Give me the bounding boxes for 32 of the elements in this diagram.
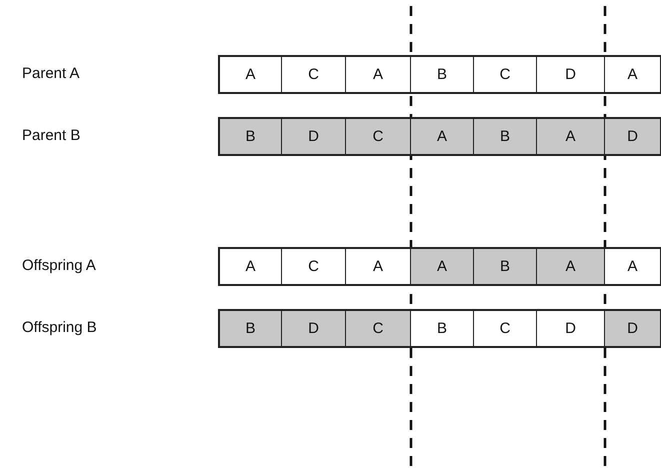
gene-cell: B: [410, 309, 475, 348]
gene-cell: A: [536, 117, 606, 156]
gene-cell: B: [473, 247, 538, 286]
gene-cell: A: [345, 247, 412, 286]
gene-cell: C: [473, 55, 538, 94]
row-label: Parent A: [22, 65, 80, 82]
gene-cell: D: [604, 117, 661, 156]
gene-cell: A: [218, 247, 283, 286]
gene-cell: C: [281, 247, 347, 286]
gene-cell: C: [345, 309, 412, 348]
gene-cell: D: [536, 309, 606, 348]
gene-cell: B: [218, 117, 283, 156]
gene-cell: A: [604, 55, 661, 94]
gene-cell: B: [410, 55, 475, 94]
gene-cell: C: [345, 117, 412, 156]
gene-cell: C: [473, 309, 538, 348]
gene-cell: D: [536, 55, 606, 94]
row-label: Offspring A: [22, 257, 96, 274]
gene-cell: A: [345, 55, 412, 94]
row-label: Offspring B: [22, 319, 97, 336]
gene-cell: A: [604, 247, 661, 286]
gene-cell: A: [536, 247, 606, 286]
gene-cell: A: [218, 55, 283, 94]
gene-cell: C: [281, 55, 347, 94]
gene-cell: A: [410, 117, 475, 156]
gene-cell: D: [281, 117, 347, 156]
gene-cell: D: [281, 309, 347, 348]
gene-cell: A: [410, 247, 475, 286]
gene-cell: B: [218, 309, 283, 348]
gene-cell: D: [604, 309, 661, 348]
gene-cell: B: [473, 117, 538, 156]
row-label: Parent B: [22, 127, 80, 144]
